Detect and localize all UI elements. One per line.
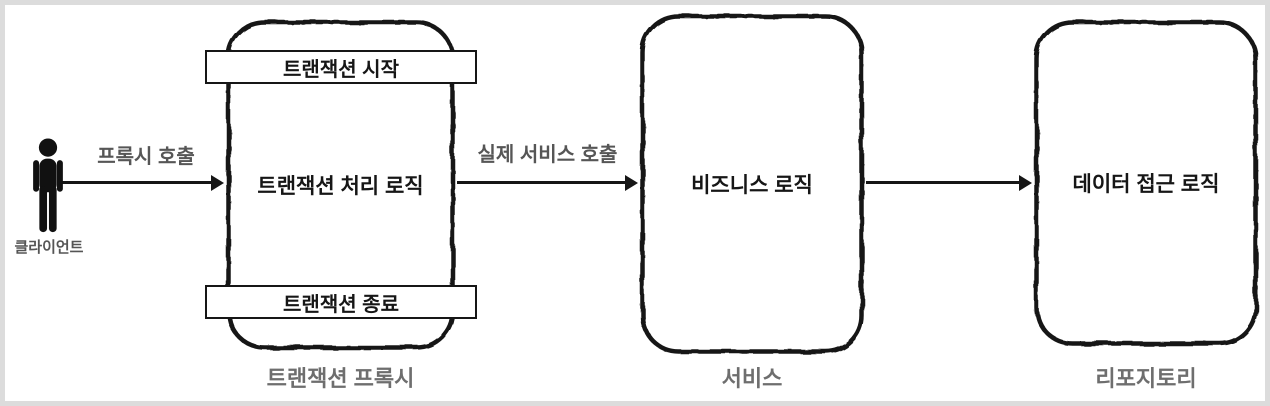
banner-transaction-start: 트랜잭션 시작 [205,50,477,84]
arrow-label-proxy-call: 프록시 호출 [97,146,195,168]
service-title: 비즈니스 로직 [691,174,813,197]
service-box [640,14,864,354]
banner-transaction-end: 트랜잭션 종료 [205,285,477,319]
transaction-proxy-title: 트랜잭션 처리 로직 [257,175,424,198]
client-label: 클라이언트 [14,239,84,256]
transaction-proxy-box [226,20,455,350]
arrow-label-service-call: 실제 서비스 호출 [477,144,618,166]
arrow-service-call [457,174,638,191]
person-icon [33,138,63,233]
repository-title: 데이터 접근 로직 [1072,173,1220,196]
caption-repository: 리포지토리 [1095,366,1197,391]
caption-transaction-proxy: 트랜잭션 프록시 [266,366,415,391]
repository-box [1034,20,1258,346]
caption-service: 서비스 [721,366,783,391]
arrow-proxy-call [60,174,224,191]
arrow-to-repository [866,174,1032,191]
